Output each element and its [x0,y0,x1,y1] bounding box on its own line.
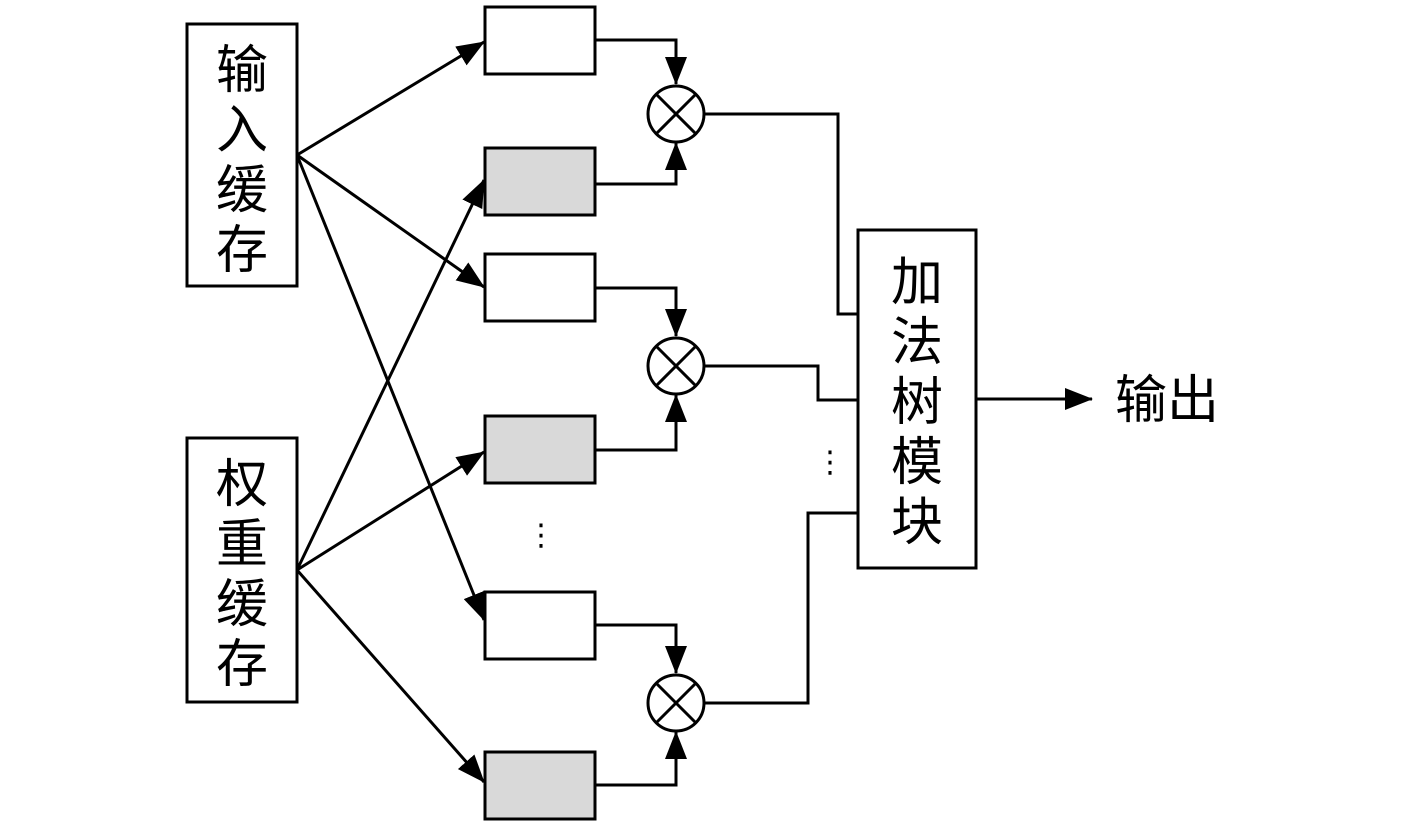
adder-tree-char-5: 块 [891,493,943,553]
weight-buffer-block: 权 重 缓 存 [185,436,299,704]
input-buffer-block: 输 入 缓 存 [185,22,299,288]
multiplier-2-to-adder-wire [704,364,858,402]
weight-to-register-4-arrow [296,450,485,572]
input-buffer-char-1: 输 [216,41,268,101]
register-6-to-multiplier-3-wire [595,731,687,787]
weight-register-2 [483,414,597,485]
input-to-register-1-arrow [296,40,485,157]
multiplier-3-to-adder-wire [704,511,858,705]
multiplier-1-to-adder-wire [704,112,858,316]
register-3-to-multiplier-2-wire [595,286,687,337]
adder-tree-char-1: 加 [891,253,943,313]
adder-tree-char-2: 法 [891,313,943,373]
weight-register-1 [483,146,597,217]
weight-to-register-6-arrow [295,569,486,783]
multiplier-3 [646,673,706,733]
weight-buffer-char-3: 缓 [216,575,268,635]
input-buffer-char-4: 存 [216,221,268,281]
register-1-to-multiplier-1-wire [595,38,687,85]
weight-buffer-char-2: 重 [216,515,268,575]
input-buffer-char-2: 入 [216,101,268,161]
adder-tree-char-3: 树 [891,373,943,433]
register-2-to-multiplier-1-wire [595,142,687,186]
weight-to-register-2-arrow [295,179,486,571]
weight-buffer-char-4: 存 [216,635,268,695]
adder-input-ellipsis: ⋮ [815,445,845,480]
weight-register-3 [483,750,597,821]
adder-tree-char-4: 模 [891,433,943,493]
multiplier-1 [646,84,706,144]
register-ellipsis: ⋮ [526,518,556,553]
input-register-3 [483,590,597,661]
output-label: 输出 [1115,371,1219,431]
weight-buffer-char-1: 权 [216,455,268,515]
register-5-to-multiplier-3-wire [595,623,687,674]
input-to-register-3-arrow [296,153,485,289]
input-register-2 [483,252,597,323]
adder-tree-block: 加 法 树 模 块 [856,228,978,570]
input-to-register-5-arrow [295,154,486,621]
multiplier-2 [646,336,706,396]
input-buffer-char-3: 缓 [216,161,268,221]
register-4-to-multiplier-2-wire [595,394,687,452]
input-register-1 [483,5,597,76]
